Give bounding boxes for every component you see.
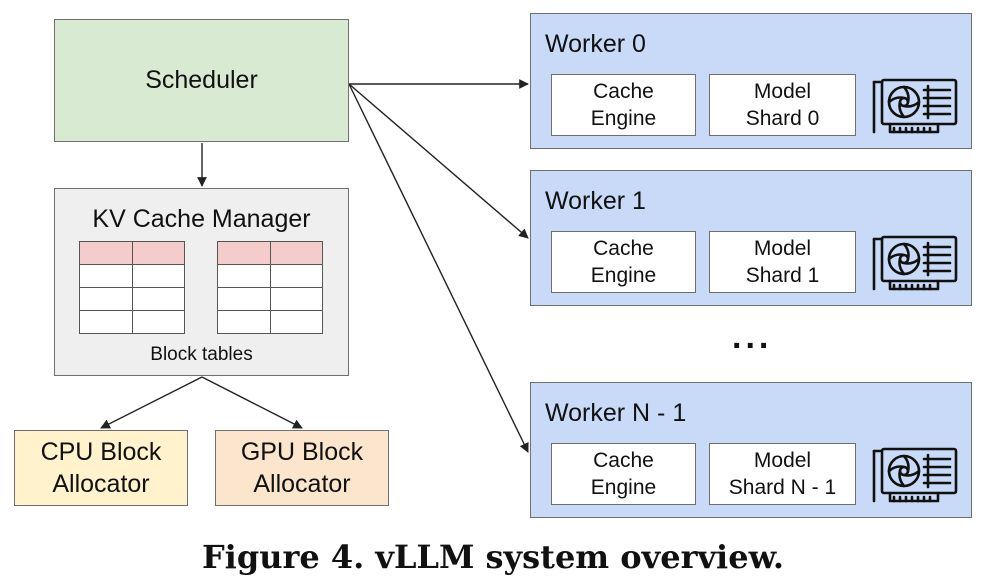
cache-engine-line-2: Engine — [590, 476, 657, 499]
cpu-allocator-line-1: CPU Block — [40, 438, 162, 466]
model-shard-line-2: Shard 0 — [745, 107, 820, 130]
figure-caption: Figure 4. vLLM system overview. — [201, 538, 785, 576]
kv-cache-manager-box: KV Cache Manager Block tables — [54, 188, 349, 376]
model-shard-box: Model Shard 1 — [709, 231, 856, 293]
cache-engine-line-1: Cache — [593, 237, 654, 260]
more-workers-ellipsis: ... — [732, 318, 773, 356]
model-shard-line-2: Shard N - 1 — [728, 476, 837, 499]
cpu-block-allocator-box: CPU Block Allocator — [14, 430, 188, 506]
gpu-allocator-line-2: Allocator — [253, 470, 351, 498]
cache-engine-box: Cache Engine — [551, 74, 696, 136]
model-shard-line-1: Model — [753, 80, 812, 103]
model-shard-box: Model Shard 0 — [709, 74, 856, 136]
arrow-kv-manager-to-gpu-allocator — [201, 376, 303, 429]
scheduler-label: Scheduler — [145, 66, 258, 94]
model-shard-line-2: Shard 1 — [745, 264, 820, 287]
scheduler-box: Scheduler — [54, 19, 349, 142]
block-tables-label: Block tables — [150, 344, 253, 365]
gpu-allocator-line-1: GPU Block — [240, 438, 364, 466]
worker-box: Worker 0 Cache Engine Model Shard 0 — [530, 13, 972, 149]
model-shard-line-1: Model — [753, 449, 812, 472]
worker-title: Worker 0 — [545, 30, 646, 58]
arrow-kv-manager-to-cpu-allocator — [100, 376, 203, 429]
cache-engine-line-2: Engine — [590, 264, 657, 287]
model-shard-box: Model Shard N - 1 — [709, 443, 856, 505]
cache-engine-line-2: Engine — [590, 107, 657, 130]
cache-engine-box: Cache Engine — [551, 231, 696, 293]
worker-box: Worker N - 1 Cache Engine Model Shard N … — [530, 382, 972, 518]
cpu-allocator-line-2: Allocator — [52, 470, 150, 498]
worker-title: Worker 1 — [545, 187, 646, 215]
gpu-card-icon — [872, 235, 958, 291]
kv-cache-manager-title: KV Cache Manager — [92, 205, 311, 233]
worker-title: Worker N - 1 — [545, 399, 687, 427]
cache-engine-line-1: Cache — [593, 449, 654, 472]
arrow-scheduler-to-worker-1 — [348, 83, 529, 239]
gpu-card-icon — [872, 78, 958, 134]
cache-engine-box: Cache Engine — [551, 443, 696, 505]
gpu-block-allocator-box: GPU Block Allocator — [215, 430, 389, 506]
gpu-card-icon — [872, 447, 958, 503]
cache-engine-line-1: Cache — [593, 80, 654, 103]
block-table-1 — [79, 241, 185, 334]
block-table-2 — [217, 241, 323, 334]
worker-box: Worker 1 Cache Engine Model Shard 1 — [530, 170, 972, 306]
model-shard-line-1: Model — [753, 237, 812, 260]
arrow-scheduler-to-worker-n-1 — [348, 83, 529, 453]
